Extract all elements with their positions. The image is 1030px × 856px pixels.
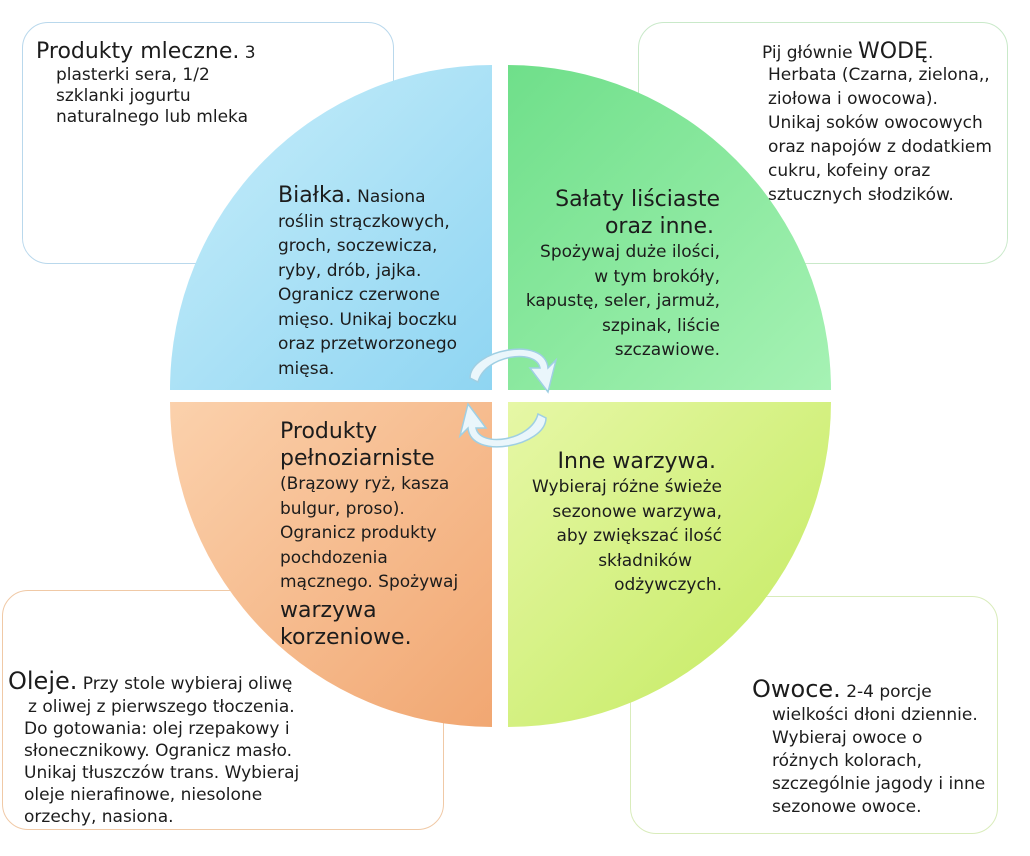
salads-line: szczawiowe. <box>614 340 720 360</box>
fruit-lead: 2-4 porcje <box>840 682 932 702</box>
protein-lead: Nasiona <box>351 187 426 207</box>
oils-title: Oleje. <box>8 667 78 695</box>
protein-quadrant <box>170 65 492 390</box>
grains-emph: warzywa <box>280 597 377 623</box>
oils-line: oleje nierafinowe, niesolone <box>24 785 263 805</box>
vegetables-title: Inne warzywa. <box>557 449 716 474</box>
vegetables-line: aby zwiększać ilość <box>556 526 722 546</box>
oils-line: z oliwej z pierwszego tłoczenia. <box>28 697 295 717</box>
water-line: cukru, kofeiny oraz <box>768 161 931 181</box>
water-lead: Pij głównie <box>762 43 859 63</box>
fruit-line: szczególnie jagody i inne <box>772 774 986 794</box>
protein-title: Białka. <box>278 183 352 208</box>
protein-line: mięsa. <box>278 358 335 379</box>
oils-line: Do gotowania: olej rzepakowy i <box>24 719 290 739</box>
oils-line: orzechy, nasiona. <box>24 807 174 827</box>
protein-line: mięso. Unikaj boczku <box>278 309 458 330</box>
fruit-line: wielkości dłoni dziennie. <box>772 705 978 725</box>
vegetables-line: sezonowe warzywa, <box>552 501 722 522</box>
dairy-title: Produkty mleczne. <box>36 39 240 64</box>
water-line: Unikaj soków owocowych <box>768 113 983 133</box>
vegetables-line: składników <box>598 550 692 571</box>
salads-line: kapustę, seler, jarmuż, <box>525 291 720 311</box>
grains-quadrant <box>170 402 492 727</box>
salads-title: Sałaty liściaste <box>555 187 720 212</box>
water-line: oraz napojów z dodatkiem <box>768 137 992 157</box>
fruit-line: sezonowe owoce. <box>772 797 922 817</box>
fruit-title: Owoce. <box>752 675 841 703</box>
protein-line: groch, soczewicza, <box>278 236 438 256</box>
grains-line: bulgur, proso). <box>280 498 405 519</box>
dairy-line: szklanki jogurtu <box>56 86 191 106</box>
oils-text: Oleje. Przy stole wybieraj oliwę z oliwe… <box>8 666 438 828</box>
cycle-arrows-icon <box>458 348 558 448</box>
protein-line: roślin strączkowych, <box>278 211 450 232</box>
vegetables-line: odżywczych. <box>614 575 722 595</box>
dairy-line: plasterki sera, 1/2 <box>56 65 210 85</box>
salads-line: Spożywaj duże ilości, <box>540 242 720 262</box>
water-tail: . <box>927 43 934 63</box>
protein-line: ryby, drób, jajka. <box>278 260 422 281</box>
vegetables-text: Inne warzywa. Wybieraj różne świeże sezo… <box>512 448 722 598</box>
grains-title: Produkty <box>280 419 378 444</box>
grains-line: Ogranicz produkty <box>280 523 437 543</box>
water-title: WODĘ <box>858 39 928 64</box>
grains-text: Produkty pełnoziarniste (Brązowy ryż, ka… <box>280 418 492 651</box>
protein-line: Ogranicz czerwone <box>278 285 441 305</box>
fruit-line: Wybieraj owoce o <box>772 728 923 748</box>
water-text: Pij głównie WODĘ. Herbata (Czarna, zielo… <box>762 38 1002 206</box>
dairy-line: naturalnego lub mleka <box>56 107 248 127</box>
fruit-text: Owoce. 2-4 porcje wielkości dłoni dzienn… <box>752 674 997 819</box>
vegetables-line: Wybieraj różne świeże <box>532 477 722 497</box>
grains-line: mącznego. Spożywaj <box>280 572 459 592</box>
grains-line: (Brązowy ryż, kasza <box>280 474 450 494</box>
grains-title: pełnoziarniste <box>280 446 435 471</box>
dairy-text: Produkty mleczne. 3 plasterki sera, 1/2 … <box>36 38 386 128</box>
water-line: ziołowa i owocowa). <box>768 89 938 109</box>
salads-title: oraz inne. <box>604 214 714 239</box>
water-line: Herbata (Czarna, zielona,, <box>768 65 990 85</box>
salads-text: Sałaty liściaste oraz inne. Spożywaj duż… <box>512 186 720 363</box>
protein-text: Białka. Nasiona roślin strączkowych, gro… <box>278 182 488 381</box>
dairy-lead: 3 <box>239 43 256 63</box>
grains-line: pochdozenia <box>280 547 388 568</box>
fruit-line: różnych kolorach, <box>772 751 922 771</box>
oils-line: słonecznikowy. Ogranicz masło. <box>24 741 292 761</box>
salads-line: szpinak, liście <box>602 315 720 336</box>
vegetables-quadrant <box>508 402 831 727</box>
grains-emph: korzeniowe. <box>280 624 412 650</box>
protein-line: oraz przetworzonego <box>278 334 458 354</box>
water-line: sztucznych słodzików. <box>768 185 954 205</box>
salads-line: w tym brokóły, <box>594 266 720 287</box>
salads-quadrant <box>508 65 831 390</box>
oils-lead: Przy stole wybieraj oliwę <box>77 674 293 694</box>
oils-line: Unikaj tłuszczów trans. Wybieraj <box>24 763 300 783</box>
